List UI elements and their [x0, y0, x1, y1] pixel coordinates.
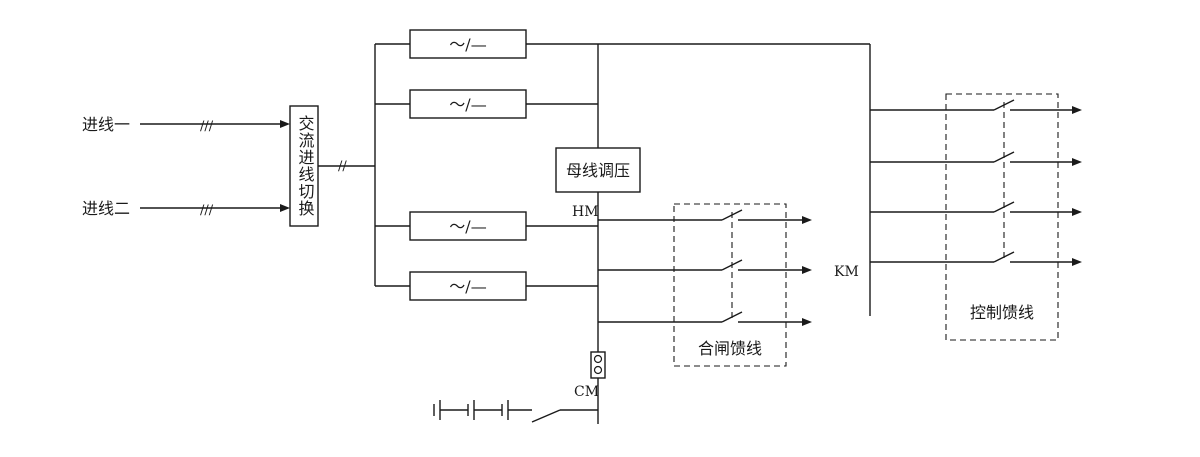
control-feeder-4-arrow — [1072, 258, 1082, 266]
input-line-1-arrow — [280, 120, 290, 128]
switch-output-wire-mark: // — [338, 159, 347, 174]
cm-switch-blade — [531, 409, 561, 423]
closing-feeder-3-arrow — [802, 318, 812, 326]
battery-icon — [433, 400, 509, 420]
input-line-1-label: 进线一 — [82, 115, 130, 134]
control-feeder-2-arrow — [1072, 158, 1082, 166]
cm-branch: CM — [508, 351, 606, 424]
hm-bus-label: HM — [572, 204, 599, 220]
closing-feeder-group-label: 合闸馈线 — [698, 339, 762, 358]
input-line-2: 进线二 /// — [82, 199, 290, 218]
control-feeder-3 — [870, 201, 1082, 216]
rectifier-3-box — [409, 211, 527, 241]
closing-feeder-3 — [598, 311, 812, 326]
cm-fuse-dot-1 — [593, 354, 603, 364]
rectifier-4-label: ～/— — [449, 277, 486, 296]
rectifier-1-label: ～/— — [449, 35, 486, 54]
rectifier-2-box — [409, 89, 527, 119]
cm-fuse-dot-2 — [593, 365, 603, 375]
control-feeder-group-frame — [945, 93, 1059, 341]
ac-switch-label: 交流进线切换 — [296, 115, 315, 217]
km-bus-label: KM — [834, 264, 859, 280]
closing-feeder-1-arrow — [802, 216, 812, 224]
bus-regulator-box — [555, 147, 641, 193]
rectifier-4-box — [409, 271, 527, 301]
ac-switch: 交流进线切换 — [289, 105, 319, 227]
input-line-1-wire-mark: /// — [200, 119, 214, 134]
control-feeder-1 — [870, 99, 1082, 114]
closing-feeder-group-frame — [673, 203, 787, 367]
rectifier-3-label: ～/— — [449, 217, 486, 236]
control-feeder-1-arrow — [1072, 106, 1082, 114]
input-line-2-wire-mark: /// — [200, 203, 214, 218]
bus-regulator-label: 母线调压 — [566, 161, 630, 180]
rectifier-1: ～/— — [375, 29, 870, 59]
closing-feeder-1 — [598, 209, 812, 224]
control-feeder-4 — [870, 251, 1082, 266]
rectifier-2-label: ～/— — [449, 95, 486, 114]
input-line-2-label: 进线二 — [82, 199, 130, 218]
rectifier-4: ～/— — [375, 271, 598, 301]
rectifier-3: ～/— — [375, 211, 598, 241]
control-feeder-2 — [870, 151, 1082, 166]
input-line-2-arrow — [280, 204, 290, 212]
closing-feeder-2 — [598, 259, 812, 274]
bus-regulator: 母线调压 — [555, 147, 641, 193]
cm-label: CM — [574, 384, 599, 400]
control-feeder-group-label: 控制馈线 — [970, 303, 1034, 322]
closing-feeder-2-arrow — [802, 266, 812, 274]
control-feeder-3-arrow — [1072, 208, 1082, 216]
input-line-1: 进线一 /// — [82, 115, 290, 134]
rectifier-2: ～/— — [375, 89, 598, 119]
